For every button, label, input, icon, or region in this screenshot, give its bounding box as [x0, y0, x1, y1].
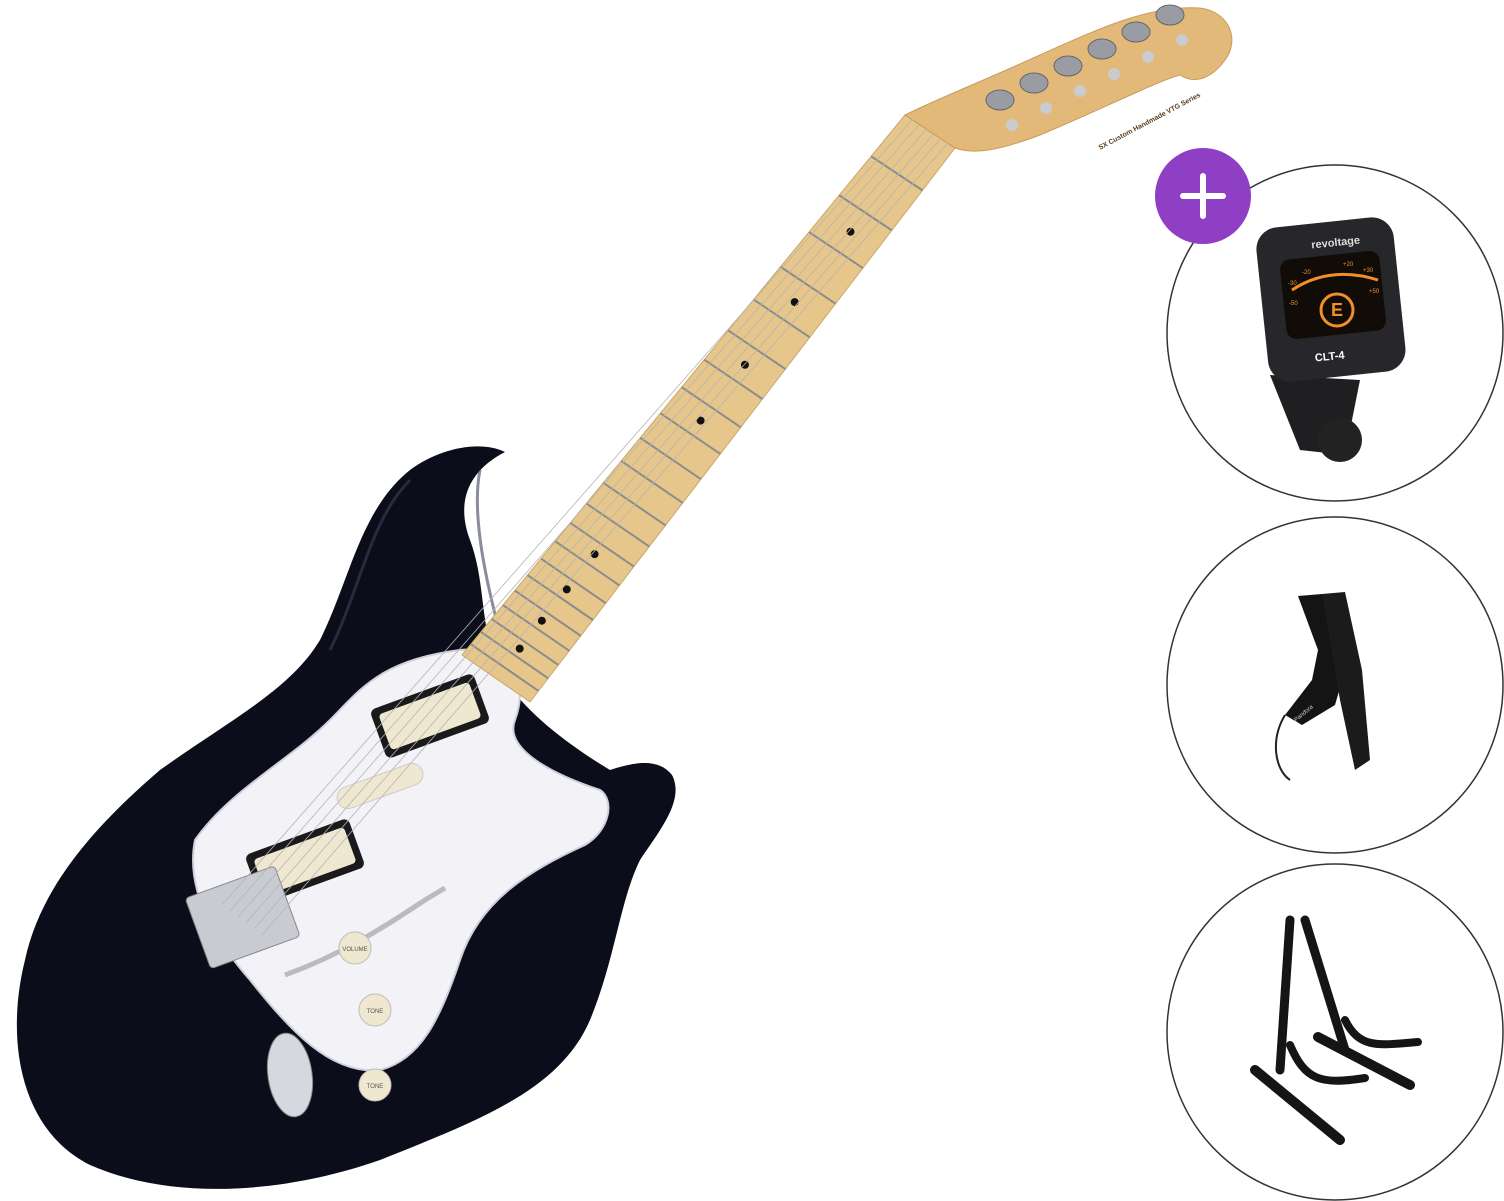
frets — [470, 155, 924, 692]
tuner-brand: revoltage — [1311, 234, 1361, 251]
strap-right — [1322, 592, 1370, 770]
accessory-tuner[interactable]: -50 -30 -20 +20 +30 +50 E revoltage CLT-… — [1166, 164, 1504, 502]
fret — [569, 522, 635, 568]
neck-humbucker-cover — [379, 682, 481, 750]
fret — [838, 194, 893, 232]
string-post — [1074, 85, 1086, 97]
fret — [808, 231, 864, 269]
tuner-scale-plus50: +50 — [1369, 289, 1380, 295]
fret — [554, 540, 621, 587]
accessory-strap[interactable]: Pandora — [1166, 516, 1504, 854]
tuning-peg[interactable] — [1087, 38, 1117, 60]
volume-knob[interactable] — [338, 931, 372, 965]
tuning-peg[interactable] — [985, 89, 1015, 111]
fret — [753, 298, 811, 339]
guitar-string — [221, 119, 913, 906]
tuner-model: CLT-4 — [1314, 349, 1346, 364]
strap-lace — [1274, 714, 1291, 781]
tuner-scale-labels: -50 -30 -20 +20 +30 +50 — [1288, 262, 1380, 307]
tuning-pegs[interactable] — [985, 4, 1188, 131]
tone-knob-2[interactable] — [358, 1068, 392, 1102]
guitar-string — [229, 124, 920, 912]
fret — [703, 358, 764, 400]
string-post — [1142, 51, 1154, 63]
guitar-string — [237, 128, 927, 918]
string-post — [1108, 68, 1120, 80]
fret — [526, 574, 594, 621]
guitar-string — [253, 138, 942, 930]
fretboard — [461, 114, 956, 703]
tuning-peg[interactable] — [1121, 21, 1151, 43]
tuner-scale-arc — [1291, 272, 1379, 292]
fret-marker — [562, 585, 571, 594]
fret-marker — [696, 416, 705, 425]
headstock — [904, 7, 1233, 152]
string-post — [1176, 34, 1188, 46]
tuner-scale-plus20: +20 — [1343, 262, 1354, 268]
fret — [870, 155, 924, 192]
tone-label-2: TONE — [367, 1084, 384, 1090]
guitar[interactable]: SX Custom Handmade VTG Series VOLUME TON… — [16, 4, 1233, 1189]
fret — [540, 557, 607, 605]
fret — [502, 604, 570, 652]
guitar-string — [261, 142, 949, 936]
string-post — [1006, 119, 1018, 131]
tuner-scale-plus30: +30 — [1363, 268, 1374, 274]
accessory-stand[interactable] — [1166, 863, 1504, 1201]
tone-knob-1[interactable] — [358, 993, 392, 1027]
fret — [491, 618, 559, 666]
guitar-string — [245, 133, 934, 924]
tuning-peg[interactable] — [1019, 72, 1049, 94]
tuner-scale-minus30: -30 — [1288, 281, 1297, 287]
tuner-pivot — [1318, 418, 1362, 462]
tuner-note: E — [1331, 300, 1343, 320]
fret-marker — [790, 298, 799, 307]
output-jack — [266, 1032, 314, 1118]
strings — [221, 119, 949, 936]
fret — [681, 386, 742, 429]
tuner-note-ring — [1319, 292, 1355, 328]
fret — [620, 460, 684, 504]
plus-icon — [1180, 173, 1226, 219]
tuner-scale-minus20: -20 — [1302, 270, 1311, 276]
fret-marker — [846, 227, 855, 236]
fret — [602, 481, 667, 527]
fret — [659, 412, 721, 455]
fret-marker — [515, 644, 524, 653]
stand-frame — [1250, 915, 1422, 1145]
fret-marker — [537, 616, 546, 625]
tuning-peg[interactable] — [1155, 4, 1185, 26]
fret — [585, 502, 650, 548]
volume-label: VOLUME — [342, 947, 367, 953]
string-post — [1040, 102, 1052, 114]
fret — [514, 589, 582, 637]
fret-marker — [590, 550, 599, 559]
pickguard — [192, 648, 610, 1072]
middle-singlecoil — [336, 762, 424, 810]
add-bundle-button[interactable] — [1155, 148, 1251, 244]
tone-label-1: TONE — [367, 1009, 384, 1015]
fret — [480, 631, 549, 680]
tuner-scale-minus50: -50 — [1289, 301, 1298, 307]
tremolo-bridge — [185, 866, 300, 969]
bridge-humbucker-cover — [254, 827, 356, 895]
tuning-peg[interactable] — [1053, 55, 1083, 77]
